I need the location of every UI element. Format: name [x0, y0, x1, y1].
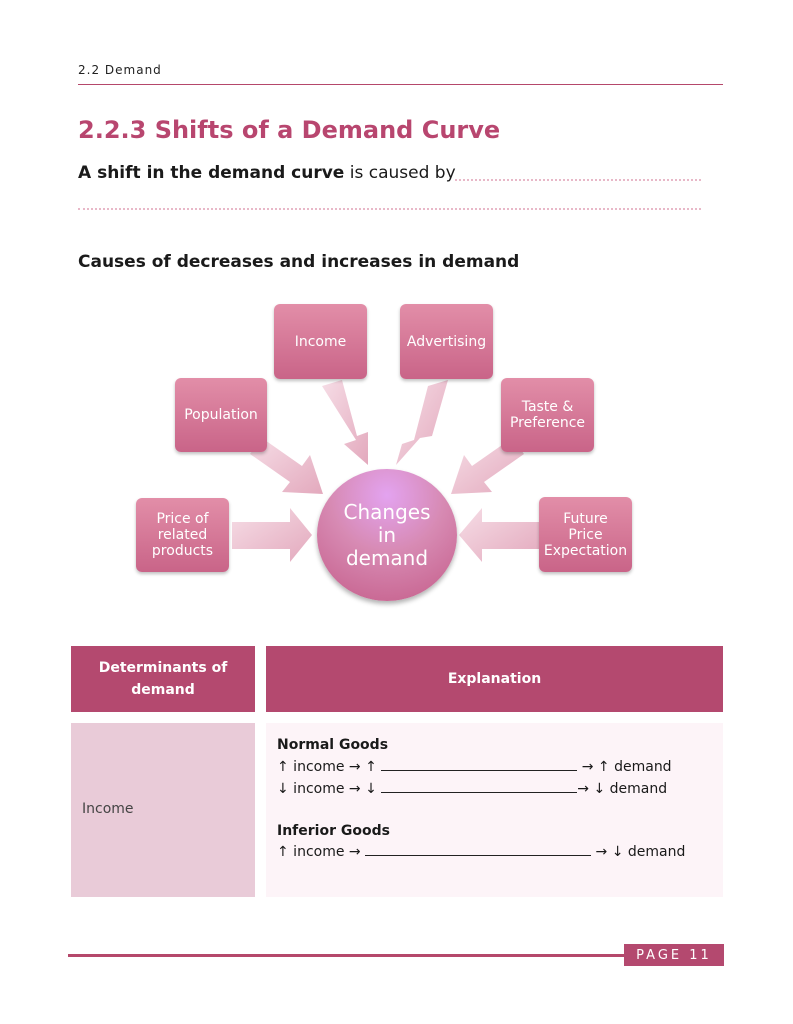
table-header-explanation: Explanation [266, 646, 723, 712]
node-income: Income [274, 304, 367, 379]
node-taste-preference: Taste &Preference [501, 378, 594, 452]
footer-rule [68, 954, 624, 957]
normal-goods-line-1: ↑ income → ↑ → ↑ demand [277, 759, 672, 775]
normal-goods-line-2: ↓ income → ↓ → ↓ demand [277, 781, 668, 797]
inferior-goods-title: Inferior Goods [277, 823, 390, 839]
node-population: Population [175, 378, 267, 452]
subheading: Causes of decreases and increases in dem… [78, 252, 520, 272]
header-rule [78, 84, 723, 85]
arrow-price-related [232, 508, 312, 562]
blank-inferior[interactable] [365, 854, 592, 856]
table-cell-determinant [71, 723, 255, 897]
node-advertising: Advertising [400, 304, 493, 379]
arrow-advertising [396, 380, 448, 465]
section-title: 2.2.3 Shifts of a Demand Curve [78, 116, 501, 144]
blank-normal-2[interactable] [381, 791, 578, 793]
inferior-goods-line: ↑ income → → ↓ demand [277, 844, 686, 860]
blank-normal-1[interactable] [381, 769, 578, 771]
fill-in-line-1[interactable] [455, 179, 701, 181]
arrow-income [322, 380, 368, 465]
page-number: PAGE 11 [624, 944, 724, 966]
arrow-future [459, 508, 540, 562]
lead-sentence: A shift in the demand curve is caused by [78, 163, 638, 183]
lead-rest: is caused by [344, 163, 456, 183]
normal-goods-title: Normal Goods [277, 737, 389, 753]
running-head: 2.2 Demand [78, 63, 162, 77]
fill-in-line-2[interactable] [78, 208, 701, 210]
table-cell-explanation [266, 723, 723, 897]
determinant-income: Income [82, 801, 134, 817]
lead-bold: A shift in the demand curve [78, 163, 345, 183]
